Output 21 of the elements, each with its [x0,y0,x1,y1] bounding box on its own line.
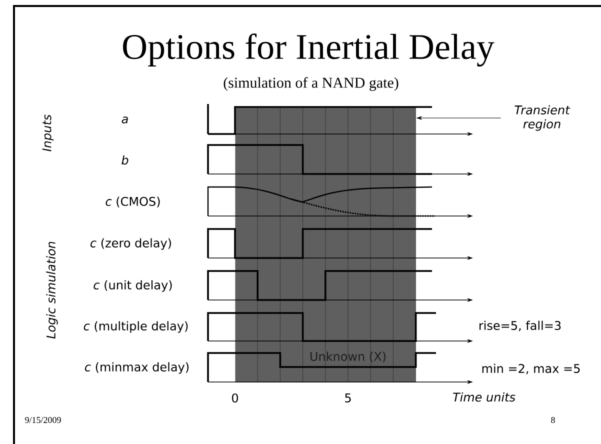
delay-note: min =2, max =5 [482,364,580,374]
delay-note: rise=5, fall=3 [480,320,561,332]
signal-label: c (CMOS) [106,196,160,208]
axis-title: Time units [453,392,516,402]
transient-region [235,107,416,382]
signal-label: c (zero delay) [90,238,171,250]
slide-title: Options for Inertial Delay [123,33,494,67]
signal-label: a [122,116,128,124]
page-number: 8 [551,416,555,424]
signal-label: c (unit delay) [94,280,172,292]
subtitle: (simulation of a NAND gate) [224,77,398,91]
signal-label: b [122,155,128,165]
tick-label: 0 [232,393,238,403]
tick-label: 5 [345,394,351,402]
group-label: Inputs [42,114,54,152]
region-label: Unknown (X) [310,352,386,362]
callout-text: Transient region [514,105,570,131]
group-label: Logic simulation [46,242,58,339]
signal-label: c (minmax delay) [84,362,189,374]
signal-label: c (multiple delay) [84,321,188,333]
date-text: 9/15/2009 [25,416,61,424]
